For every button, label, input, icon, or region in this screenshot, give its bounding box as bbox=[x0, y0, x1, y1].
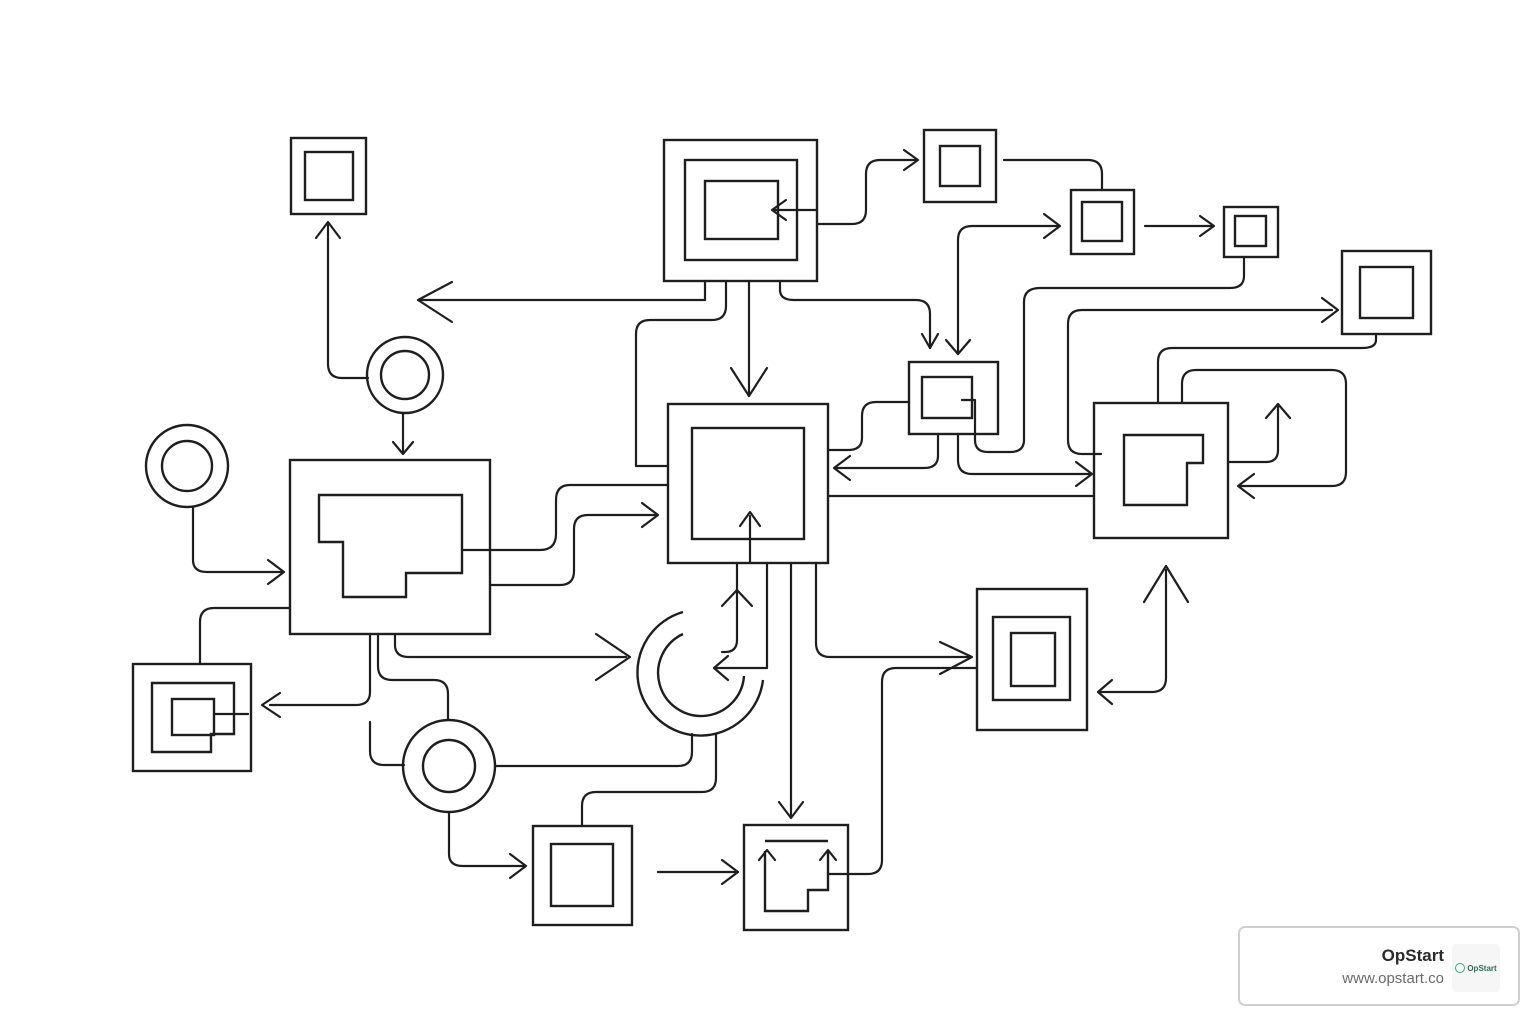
connector-circle-bottom-loop bbox=[368, 720, 406, 767]
arrowhead-hub-to-small bbox=[920, 332, 940, 350]
node-center-ring bbox=[636, 610, 765, 737]
arrowhead-square-a bbox=[902, 148, 920, 172]
connector-hub-to-left-long bbox=[418, 279, 707, 302]
node-top-right-square-c bbox=[1222, 205, 1280, 259]
node-left-hub bbox=[288, 458, 492, 636]
arrowhead-spiral-return bbox=[260, 691, 282, 719]
connector-hub-to-center-drop bbox=[634, 279, 728, 468]
node-right-hub bbox=[1092, 401, 1230, 540]
connector-center-to-nested bbox=[814, 561, 972, 659]
node-bottom-square-b bbox=[742, 823, 850, 932]
node-center-hub bbox=[666, 402, 830, 565]
arrowhead-ring bbox=[594, 632, 632, 682]
node-small-center-square bbox=[907, 360, 1000, 436]
arrowhead-left-long bbox=[416, 280, 454, 324]
node-top-right-square-a bbox=[922, 128, 998, 204]
arrowhead-circle-top-up bbox=[314, 220, 342, 240]
arrowhead-circle-top-down bbox=[391, 440, 415, 456]
node-circle-left bbox=[144, 423, 230, 509]
arrowhead-nested bbox=[938, 640, 974, 676]
connector-center-to-ring-a bbox=[720, 561, 739, 654]
node-circle-bottom bbox=[401, 718, 497, 814]
connector-left-hub-to-ring bbox=[393, 632, 628, 659]
arrowhead-small-to-center bbox=[832, 454, 852, 482]
node-bottom-square-a bbox=[531, 824, 634, 927]
brand-card[interactable]: OpStart www.opstart.co OpStart bbox=[1238, 926, 1520, 1006]
arrowhead-circle-bottom-to-square bbox=[508, 852, 528, 880]
arrowhead-b-to-c bbox=[1198, 214, 1216, 238]
arrowhead-circle-left bbox=[266, 558, 286, 586]
node-right-nested-square bbox=[975, 587, 1089, 732]
opstart-logo-icon: OpStart bbox=[1452, 944, 1500, 992]
arrowhead-square-a-to-b bbox=[720, 858, 740, 886]
connector-right-square-down bbox=[1156, 332, 1378, 405]
connector-left-hub-to-center-b bbox=[488, 513, 658, 587]
node-top-right-square-b bbox=[1069, 188, 1136, 256]
arrowhead-right-square bbox=[1320, 296, 1340, 324]
connector-circle-bottom-to-square-a bbox=[447, 810, 526, 868]
arrowheads bbox=[260, 148, 1340, 886]
connector-circle-bottom-to-ring bbox=[493, 732, 694, 768]
arrowhead-center-down bbox=[777, 800, 805, 820]
arrowhead-center-to-ring-b bbox=[712, 654, 730, 682]
logo-mark-icon bbox=[1455, 963, 1466, 973]
connector-small-to-square-b bbox=[956, 224, 1060, 356]
connector-center-to-ring-b bbox=[712, 561, 769, 670]
connector-square-c-down bbox=[960, 255, 1246, 454]
arrowhead-nested-return bbox=[1096, 678, 1114, 706]
node-right-square bbox=[1340, 249, 1433, 336]
brand-url[interactable]: www.opstart.co bbox=[1342, 970, 1444, 987]
connector-square-b-to-nested bbox=[826, 666, 979, 876]
connector-right-hub-loop bbox=[1180, 368, 1348, 488]
logo-text: OpStart bbox=[1467, 963, 1497, 973]
node-left-spiral-square bbox=[131, 662, 253, 773]
connector-right-hub-up bbox=[1226, 404, 1280, 464]
connector-circle-left-to-hub bbox=[191, 506, 284, 574]
arrowhead-small-to-right-hub bbox=[1074, 460, 1094, 488]
connector-square-a-to-b bbox=[1002, 158, 1104, 192]
arrowhead-center-b bbox=[640, 501, 660, 529]
connector-to-right-square bbox=[1066, 308, 1334, 456]
node-circle-top bbox=[365, 335, 445, 415]
arrowhead-hub-down bbox=[729, 366, 769, 398]
arrowhead-center-to-ring-a bbox=[720, 588, 754, 608]
connector-small-to-right-hub bbox=[956, 432, 1092, 476]
arrowhead-hub-inner bbox=[770, 198, 788, 222]
connector-circle-top-to-square bbox=[326, 222, 370, 380]
arrowhead-right-hub-up bbox=[1264, 402, 1292, 420]
connector-hub-to-square-a bbox=[815, 158, 918, 226]
arrowhead-small-to-b bbox=[1042, 212, 1062, 240]
arrowhead-right-hub-up-large bbox=[1142, 564, 1190, 604]
connector-nested-to-right-hub bbox=[1098, 568, 1168, 694]
arrowhead-right-hub-loop bbox=[1236, 472, 1256, 500]
connector-ring-to-square-a bbox=[580, 732, 718, 828]
connector-left-hub-to-spiral bbox=[198, 606, 292, 666]
connector-left-hub-to-spiral-return bbox=[268, 632, 372, 707]
connectors bbox=[191, 158, 1378, 876]
connector-hub-to-small bbox=[778, 279, 932, 350]
arrowhead-small-up bbox=[944, 338, 972, 356]
brand-name: OpStart bbox=[1381, 946, 1444, 965]
node-top-left-square bbox=[289, 136, 368, 216]
connector-small-to-center-top bbox=[826, 400, 911, 452]
connector-left-hub-to-circle-bottom bbox=[376, 632, 450, 722]
arrowhead-center-up bbox=[738, 510, 762, 528]
connector-small-to-center bbox=[834, 432, 940, 470]
arrowhead-square-b-inner-right bbox=[818, 848, 838, 862]
arrowhead-square-b-inner-left bbox=[757, 848, 777, 862]
connector-left-hub-to-center-a bbox=[460, 483, 670, 552]
